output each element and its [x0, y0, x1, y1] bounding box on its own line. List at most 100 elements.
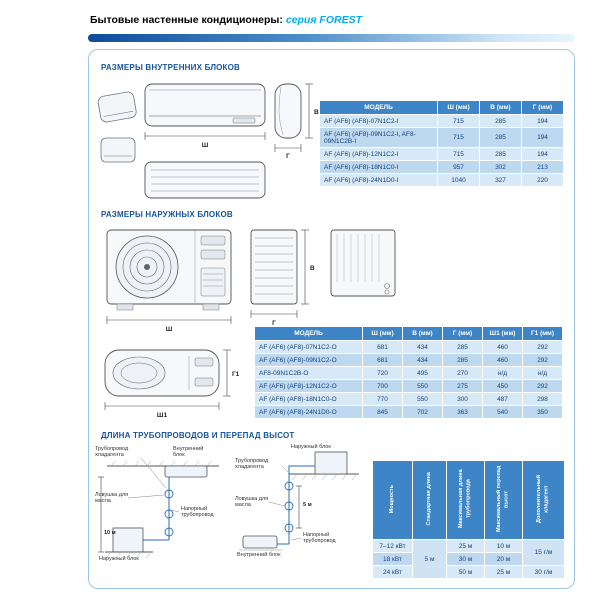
value-cell: 285	[479, 127, 522, 148]
col-header-depth1: Г1 (мм)	[522, 326, 563, 341]
value-cell: 681	[362, 353, 403, 367]
height-dim-label: В	[310, 265, 315, 272]
value-cell: 220	[521, 173, 564, 187]
indoor-unit-label: Внутренний блок	[173, 446, 204, 459]
model-cell: AF (AF6) (AF8)-12N1C2-I	[319, 147, 438, 161]
table-row: AF (AF6) (AF8)-09N1C2-I, AF8-09N1C2B-I 7…	[319, 127, 564, 148]
outdoor-unit-box	[314, 451, 348, 475]
model-cell: AF (AF6) (AF8)-09N1C2-O	[254, 353, 363, 367]
value-cell: 50 м	[446, 565, 485, 579]
table-header-row: МОДЕЛЬ Ш (мм) В (мм) Г (мм) Ш1 (мм) Г1 (…	[254, 326, 563, 341]
model-cell: AF (AF6) (AF8)-07N1C2-I	[319, 114, 438, 128]
outdoor-front-view	[106, 229, 232, 311]
table-row: AF (AF6) (AF8)-24N1D0-I 1040 327 220	[319, 173, 564, 187]
indoor-front-view	[144, 83, 266, 127]
series-name: серия FOREST	[285, 14, 363, 26]
width-dimension: Ш	[106, 316, 232, 333]
col-header-model: МОДЕЛЬ	[319, 100, 438, 115]
left-diagram	[98, 457, 219, 559]
indoor-unit-box	[242, 535, 278, 549]
value-cell: 715	[437, 127, 480, 148]
col-header-width: Ш (мм)	[437, 100, 480, 115]
value-cell: 298	[522, 392, 563, 406]
model-cell: AF (AF6) (AF8)-18N1C0-I	[319, 160, 438, 174]
height-difference-label: 10 м	[104, 530, 116, 536]
col-header-extra-refrigerant: Дополнительный хладагент	[522, 460, 565, 540]
piping-limits-table: Мощность Стандартная длина Максимальная …	[372, 460, 565, 579]
value-cell: 434	[402, 340, 443, 354]
value-cell: 213	[521, 160, 564, 174]
value-cell: 292	[522, 353, 563, 367]
table-header-row: МОДЕЛЬ Ш (мм) В (мм) Г (мм)	[319, 100, 564, 115]
col-header-width: Ш (мм)	[362, 326, 403, 341]
outdoor-top-view	[104, 349, 220, 397]
value-cell: 270	[442, 366, 483, 380]
width-dimension: Ш	[144, 132, 266, 149]
value-cell: 302	[479, 160, 522, 174]
value-cell: 450	[482, 379, 523, 393]
value-cell: 550	[402, 379, 443, 393]
value-cell: 275	[442, 379, 483, 393]
value-cell: 285	[479, 114, 522, 128]
outdoor-unit-label: Наружный блок	[99, 556, 139, 562]
value-cell: 285	[479, 147, 522, 161]
extra-refrigerant-cell: 15 г/м	[522, 539, 565, 566]
value-cell: 20 м	[484, 552, 523, 566]
value-cell: 292	[522, 379, 563, 393]
value-cell: 540	[482, 405, 523, 419]
mount-width-dim-label: Ш1	[157, 412, 168, 419]
refrigerant-pipe-label: Трубопровод хладагента	[95, 446, 129, 459]
value-cell: 770	[362, 392, 403, 406]
col-header-standard-length: Стандартная длина	[412, 460, 447, 540]
gradient-divider	[88, 34, 575, 42]
model-cell: AF (AF6) (AF8)-24N1D0-O	[254, 405, 363, 419]
value-cell: 460	[482, 340, 523, 354]
value-cell: 327	[479, 173, 522, 187]
table-row: AF (AF6) (AF8)-07N1C2-I 715 285 194	[319, 114, 564, 128]
outdoor-unit-drawing: Ш В	[106, 229, 396, 333]
value-cell: 292	[522, 340, 563, 354]
table-row: AF (AF6) (AF8)-18N1C0-I 957 302 213	[319, 160, 564, 174]
page-title-text: Бытовые настенные кондиционеры:	[90, 14, 286, 26]
oil-trap-label: Ловушка для масла	[95, 492, 129, 505]
oil-trap-label: Ловушка для масла	[235, 496, 269, 509]
mount-depth-dim-label: Г1	[232, 371, 240, 378]
outdoor-unit-box	[112, 527, 144, 553]
piping-diagram: Трубопровод хладагента Внутренний блок Л…	[93, 444, 363, 586]
value-cell: 194	[521, 114, 564, 128]
model-cell: AF (AF6) (AF8)-07N1C2-O	[254, 340, 363, 354]
model-cell: AF (AF6) (AF8)-09N1C2-I, AF8-09N1C2B-I	[319, 127, 438, 148]
model-cell: AF8-09N1C2B-O	[254, 366, 363, 380]
indoor-unit-drawing: Ш В Г	[97, 83, 319, 199]
indoor-small-view	[100, 137, 136, 163]
section-heading-outdoor: РАЗМЕРЫ НАРУЖНЫХ БЛОКОВ	[101, 210, 233, 219]
indoor-perspective-view	[97, 91, 137, 123]
outdoor-side-view	[250, 229, 298, 305]
outdoor-unit-label: Наружный блок	[291, 444, 331, 450]
depth-dim-label: Г	[272, 320, 276, 327]
depth-dim-label: Г	[286, 153, 290, 160]
indoor-unit-box	[164, 465, 208, 478]
col-header-depth: Г (мм)	[442, 326, 483, 341]
height-dimension: В	[305, 83, 319, 139]
table-row: AF (AF6) (AF8)-18N1C0-O 770 550 300 487 …	[254, 392, 563, 406]
col-header-power: Мощность	[372, 460, 413, 540]
outdoor-rear-view	[330, 229, 396, 297]
width-dim-label: Ш	[166, 326, 173, 333]
col-header-model: МОДЕЛЬ	[254, 326, 363, 341]
value-cell: 715	[437, 114, 480, 128]
section-heading-piping: ДЛИНА ТРУБОПРОВОДОВ И ПЕРЕПАД ВЫСОТ	[101, 431, 295, 440]
table-row: AF (AF6) (AF8)-07N1C2-O 681 434 285 460 …	[254, 340, 563, 354]
value-cell: 460	[482, 353, 523, 367]
standard-length-cell: 5 м	[412, 539, 447, 579]
discharge-pipe-label: Напорный трубопровод	[303, 532, 336, 545]
page-title: Бытовые настенные кондиционеры: серия FO…	[90, 14, 362, 26]
value-cell: 300	[442, 392, 483, 406]
value-cell: 702	[402, 405, 443, 419]
table-header-row: Мощность Стандартная длина Максимальная …	[372, 460, 565, 540]
value-cell: 350	[522, 405, 563, 419]
col-header-depth: Г (мм)	[521, 100, 564, 115]
value-cell: н/д	[522, 366, 563, 380]
value-cell: 550	[402, 392, 443, 406]
